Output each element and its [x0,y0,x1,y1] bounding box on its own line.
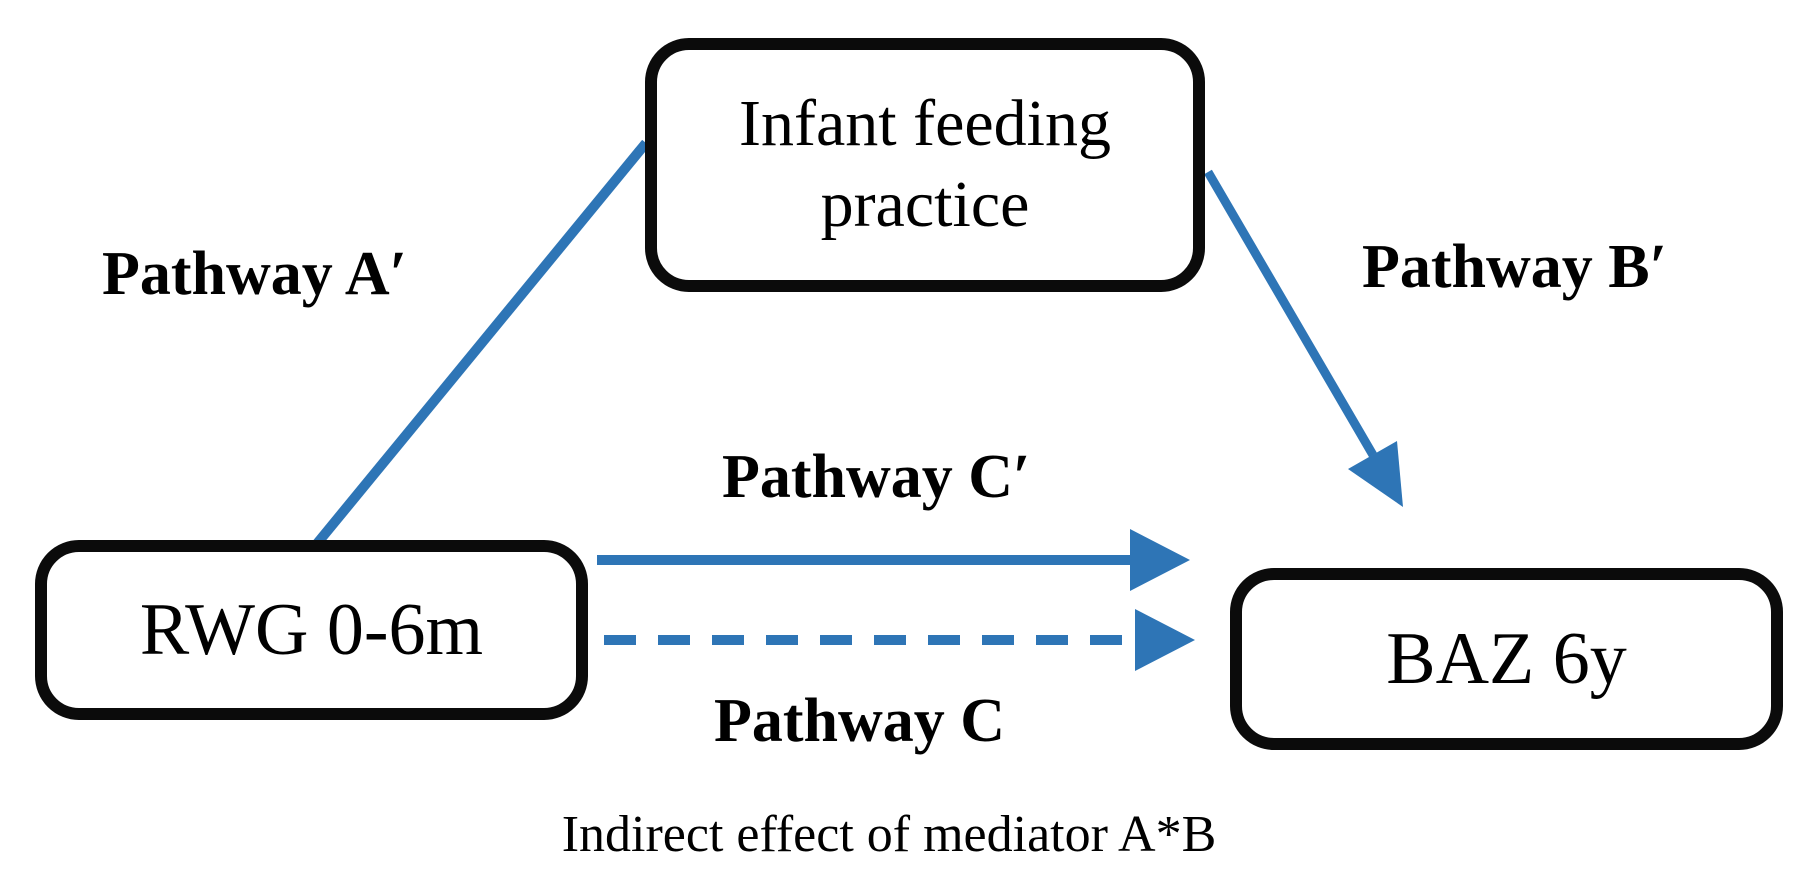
pathway-b-arrow [1204,169,1403,507]
mediator-box-label: Infant feeding practice [739,87,1111,241]
exposure-box: RWG 0-6m [35,540,588,720]
pathway-c-prime-label: Pathway C′ [722,443,1031,511]
indirect-effect-caption: Indirect effect of mediator A*B [561,806,1217,863]
pathway-c-prime-arrow [597,529,1190,591]
pathway-a-label: Pathway A′ [102,240,408,308]
pathway-c-prime-arrowhead [1130,529,1190,591]
mediator-box: Infant feeding practice [645,38,1205,292]
pathway-b-label: Pathway B′ [1362,233,1668,301]
pathway-a-line [311,139,650,550]
outcome-box: BAZ 6y [1230,568,1783,750]
pathway-c-arrowhead [1135,609,1195,671]
pathway-b-line [1204,169,1377,458]
pathway-b-arrowhead [1348,441,1403,507]
outcome-box-label: BAZ 6y [1386,618,1627,700]
exposure-box-label: RWG 0-6m [139,589,484,671]
pathway-c-label: Pathway C [714,687,1006,755]
pathway-c-dashed-arrow [604,609,1195,671]
